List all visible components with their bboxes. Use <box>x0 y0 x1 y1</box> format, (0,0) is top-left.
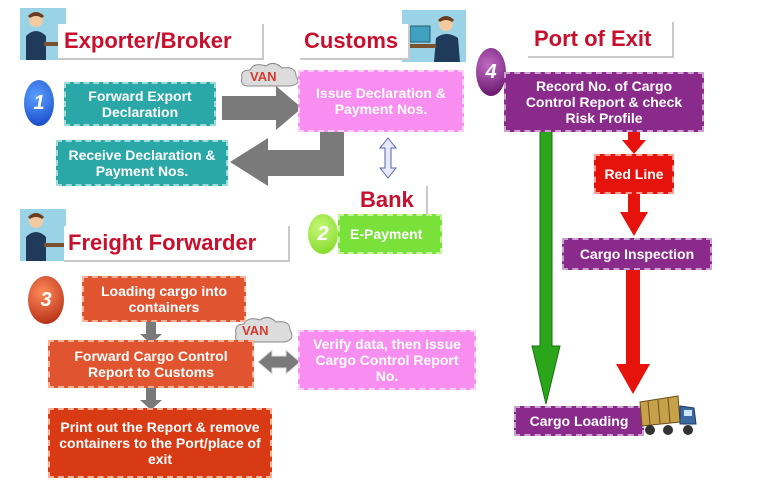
arrow-updown-bank <box>378 137 398 179</box>
van-cloud-icon: VAN <box>232 314 296 348</box>
header-customs: Customs <box>300 24 410 60</box>
print-report-text: Print out the Report & remove containers… <box>59 418 261 468</box>
arrow-down-red-1 <box>622 132 646 154</box>
issue-declaration-text: Issue Declaration & Payment Nos. <box>316 84 446 117</box>
step-4-badge: 4 <box>476 48 506 96</box>
step-3-number: 3 <box>40 288 52 311</box>
header-customs-label: Customs <box>304 28 399 53</box>
header-freight-forwarder: Freight Forwarder <box>64 226 290 262</box>
cargo-inspection-text: Cargo Inspection <box>579 245 695 262</box>
arrow-down-red-3 <box>616 270 650 394</box>
arrow-down-green <box>531 129 561 405</box>
box-issue-declaration: Issue Declaration & Payment Nos. <box>298 70 464 132</box>
arrow-right-gray <box>222 86 302 130</box>
box-print-report: Print out the Report & remove containers… <box>48 408 272 478</box>
header-exporter-label: Exporter/Broker <box>64 28 232 53</box>
step-2-badge: 2 <box>308 214 338 254</box>
step-1-number: 1 <box>33 91 45 114</box>
header-exporter-broker: Exporter/Broker <box>58 24 264 60</box>
forward-cargo-text: Forward Cargo Control Report to Customs <box>74 347 228 380</box>
header-port-of-exit: Port of Exit <box>528 22 674 58</box>
forward-export-text: Forward Export Declaration <box>88 87 192 120</box>
record-no-text: Record No. of Cargo Control Report & che… <box>525 77 683 127</box>
box-red-line: Red Line <box>594 154 674 194</box>
arrow-down-1 <box>140 322 162 344</box>
cargo-loading-text: Cargo Loading <box>529 412 629 429</box>
person-at-desk-icon <box>402 8 466 64</box>
loading-cargo-text: Loading cargo into containers <box>101 282 227 315</box>
step-2-number: 2 <box>317 222 329 245</box>
verify-data-text: Verify data, then Issue Cargo Control Re… <box>313 335 461 385</box>
header-bank-label: Bank <box>360 187 414 212</box>
header-port-label: Port of Exit <box>534 26 652 51</box>
van-mid-label: VAN <box>242 323 269 338</box>
box-cargo-loading: Cargo Loading <box>514 406 644 436</box>
arrow-down-2 <box>140 388 162 410</box>
person-at-desk-icon <box>20 207 66 263</box>
e-payment-text: E-Payment <box>350 225 423 242</box>
box-receive-declaration: Receive Declaration & Payment Nos. <box>56 140 228 186</box>
box-forward-cargo-control: Forward Cargo Control Report to Customs <box>48 340 254 388</box>
box-forward-export-declaration: Forward Export Declaration <box>64 82 216 126</box>
step-4-number: 4 <box>485 60 497 83</box>
van-top-label: VAN <box>250 69 277 84</box>
step-3-badge: 3 <box>28 276 64 324</box>
header-freight-label: Freight Forwarder <box>68 230 257 255</box>
box-record-cargo-control: Record No. of Cargo Control Report & che… <box>504 72 704 132</box>
van-cloud-icon: VAN <box>238 62 302 92</box>
box-verify-data: Verify data, then Issue Cargo Control Re… <box>298 330 476 390</box>
red-line-text: Red Line <box>604 165 664 182</box>
box-e-payment: E-Payment <box>338 214 442 254</box>
box-cargo-inspection: Cargo Inspection <box>562 238 712 270</box>
header-bank: Bank <box>356 186 428 216</box>
box-loading-cargo: Loading cargo into containers <box>82 276 246 322</box>
step-1-badge: 1 <box>24 80 54 126</box>
receive-declaration-text: Receive Declaration & Payment Nos. <box>68 146 216 179</box>
truck-icon <box>638 392 700 438</box>
arrow-bidirectional-gray <box>257 348 301 376</box>
arrow-down-red-2 <box>620 194 648 236</box>
arrow-left-gray <box>230 128 344 186</box>
